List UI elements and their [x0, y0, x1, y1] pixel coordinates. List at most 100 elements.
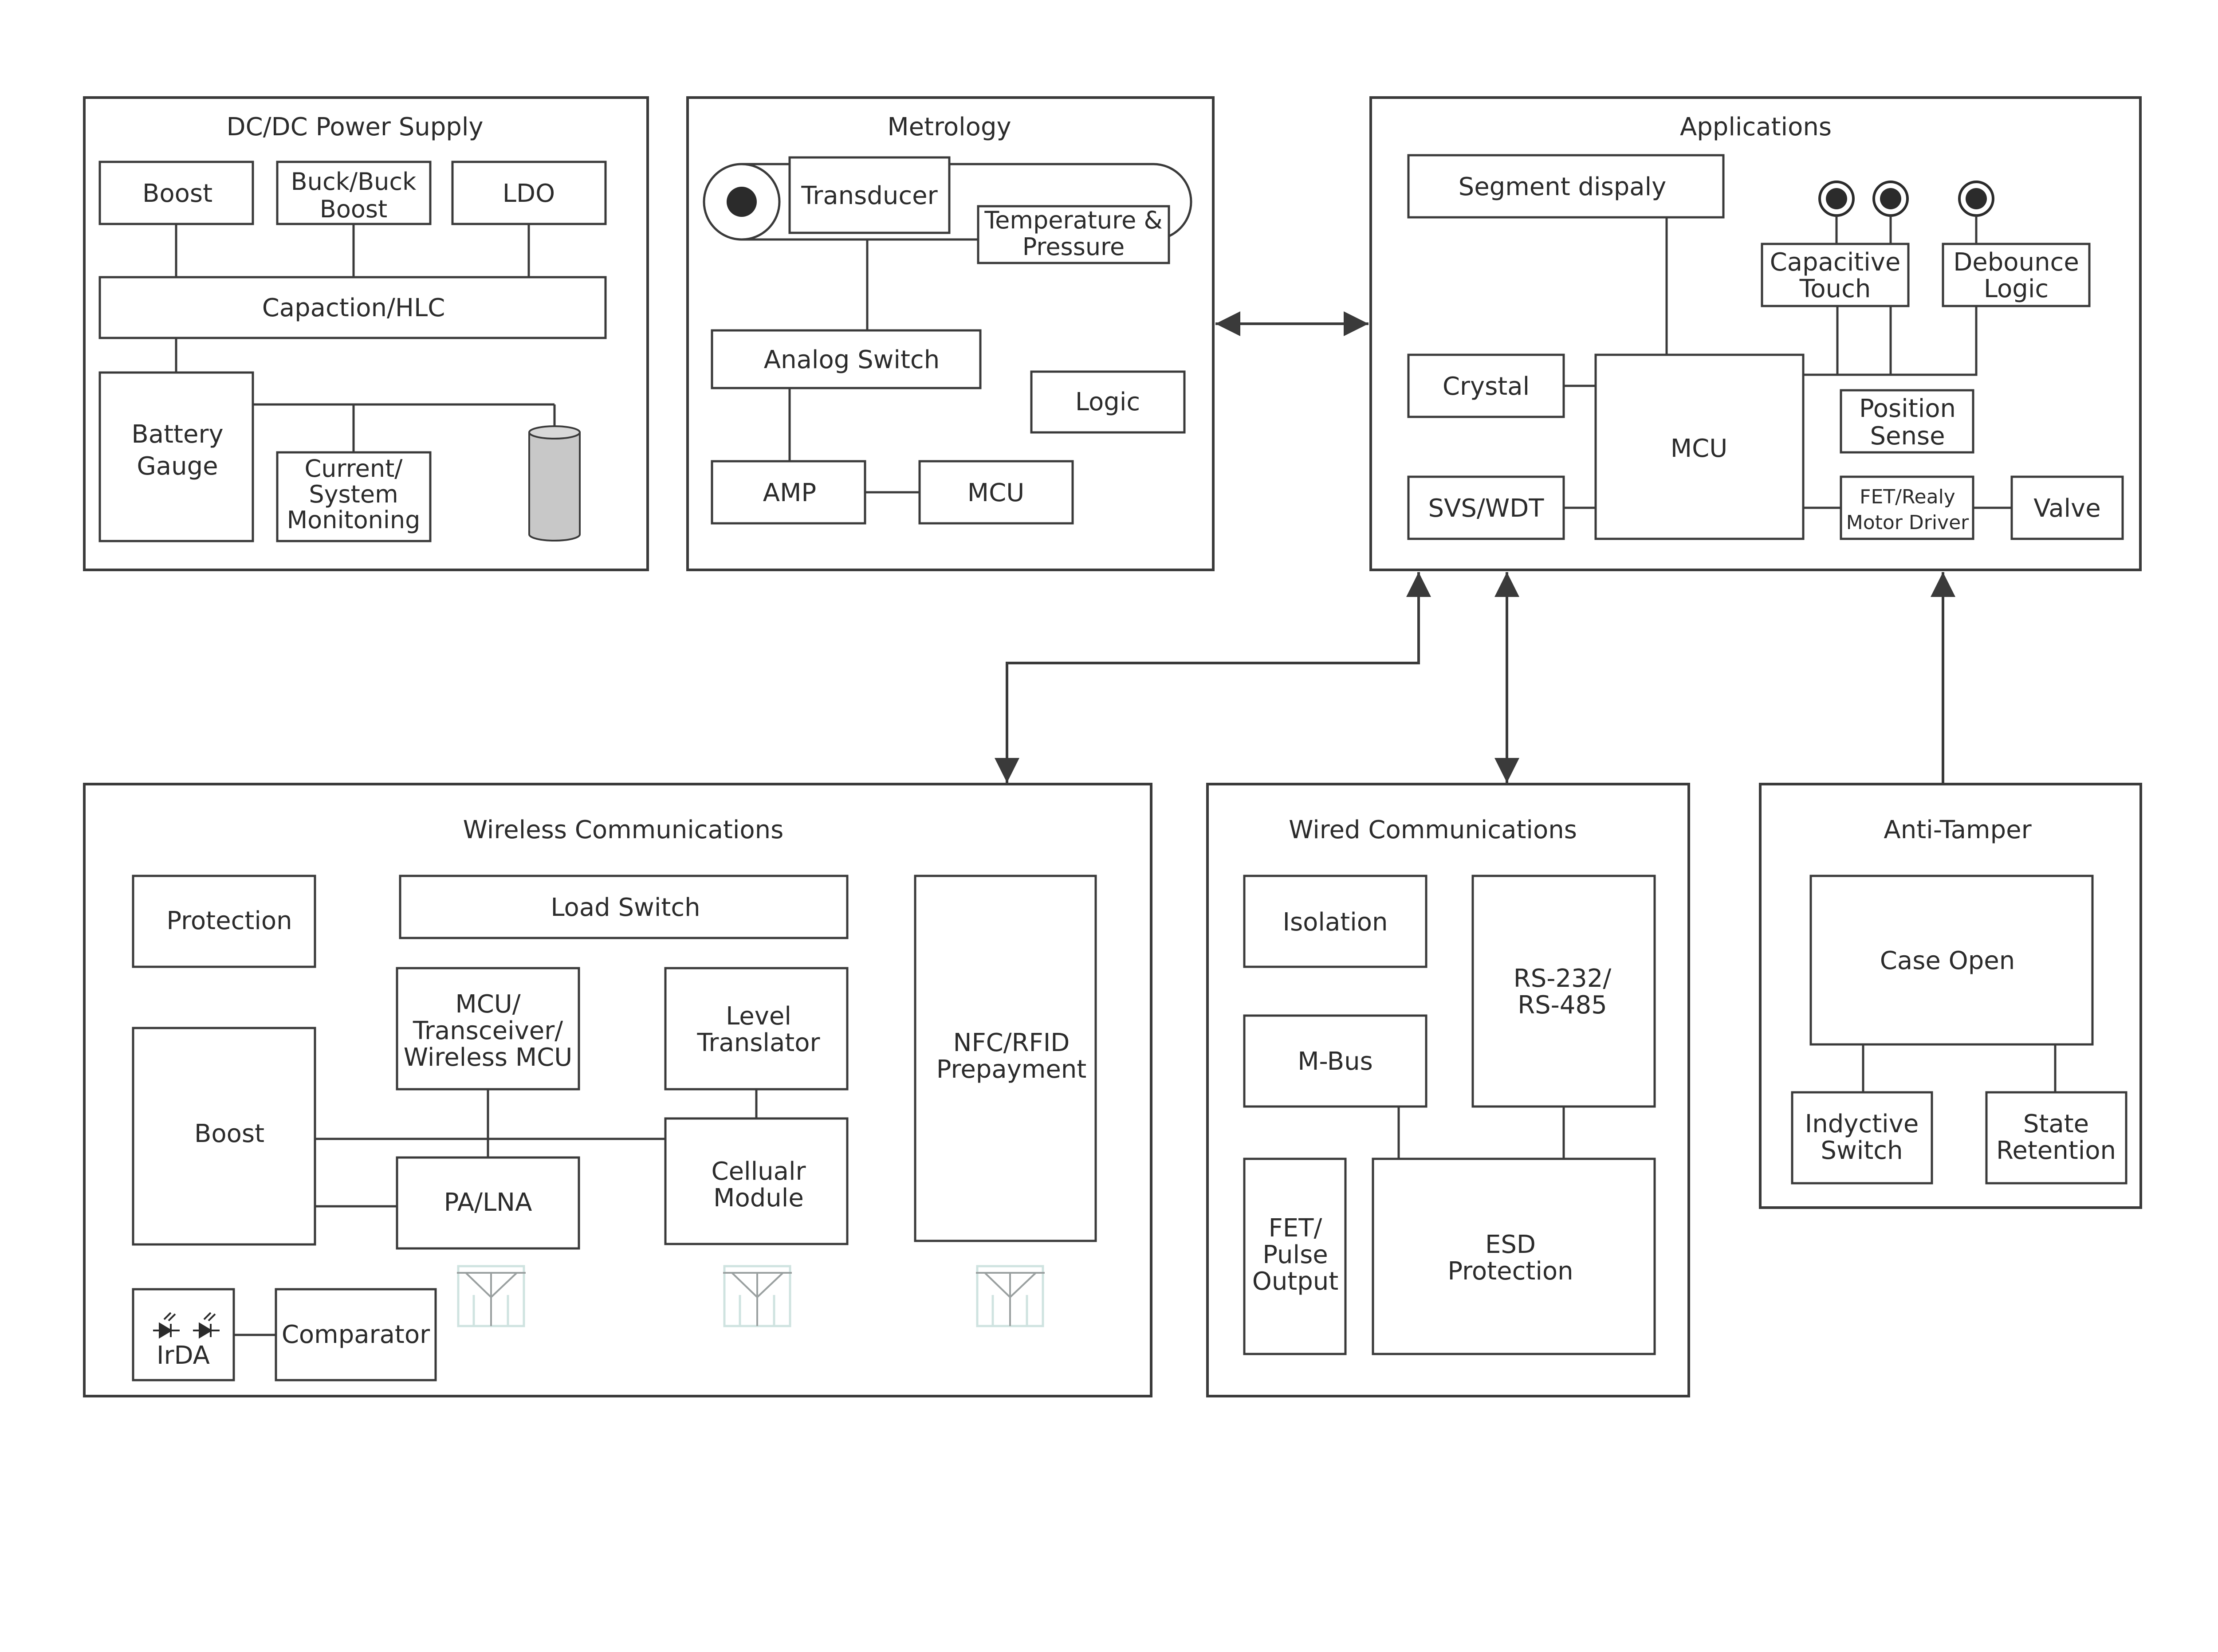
position-sense-label-2: Sense	[1870, 422, 1945, 451]
ldo-label: LDO	[503, 179, 555, 208]
analog-switch-label: Analog Switch	[764, 345, 940, 374]
rs232-label-1: RS-232/	[1514, 964, 1612, 993]
metrology-title: Metrology	[887, 113, 1011, 141]
metrology-mcu-block	[918, 460, 1074, 525]
wired-title: Wired Communications	[1289, 816, 1577, 844]
rs232-rs485-block	[1471, 875, 1656, 1108]
esd-label-2: Protection	[1447, 1257, 1573, 1286]
position-sense-label-1: Position	[1859, 394, 1956, 423]
debounce-logic-label-2: Logic	[1984, 275, 2049, 303]
mcu-transceiver-label-3: Wireless MCU	[404, 1043, 573, 1072]
esd-label-1: ESD	[1485, 1230, 1536, 1259]
dcdc-title: DC/DC Power Supply	[226, 113, 483, 141]
isolation-label: Isolation	[1282, 908, 1388, 937]
touch-button-icon	[1818, 181, 1994, 217]
case-open-wires	[1862, 1044, 2057, 1092]
wired-to-esd-wires	[1397, 1107, 1565, 1159]
amp-label: AMP	[763, 479, 816, 507]
state-retention-block	[1985, 1091, 2128, 1185]
dcdc-top-wires	[175, 224, 530, 277]
analog-switch-block	[711, 329, 982, 389]
comparator-block	[275, 1288, 437, 1381]
fet-pulse-label-3: Output	[1252, 1267, 1339, 1296]
temp-pressure-label-2: Pressure	[1022, 233, 1125, 261]
wireless-group: Wireless Communications Protection Load …	[83, 783, 1152, 1397]
current-monitoring-block	[276, 451, 432, 542]
crystal-block	[1407, 353, 1565, 418]
capaction-hlc-label: Capaction/HLC	[262, 294, 445, 322]
button-wires	[1835, 216, 1978, 244]
state-retention-label-1: State	[2023, 1110, 2089, 1138]
antitamper-title: Anti-Tamper	[1884, 816, 2032, 844]
battery-icon	[528, 425, 581, 542]
esd-protection-block	[1372, 1158, 1656, 1355]
segment-display-block	[1407, 154, 1725, 219]
applications-mcu-label: MCU	[1671, 434, 1727, 463]
buck-boost-label-2: Boost	[320, 195, 387, 223]
wireless-boost-block	[132, 1027, 316, 1246]
current-monitoring-label-2: System	[309, 480, 398, 508]
level-translator-label-1: Level	[726, 1002, 791, 1031]
battery-gauge-label-1: Battery	[131, 420, 223, 449]
wireless-boost-label: Boost	[194, 1119, 264, 1148]
fet-relay-label-1: FET/Realy	[1860, 486, 1955, 508]
buck-boost-label-1: Buck/Buck	[291, 168, 417, 196]
temp-pressure-block	[977, 205, 1170, 264]
case-open-label: Case Open	[1880, 946, 2015, 975]
nfc-rfid-label-2: Prepayment	[936, 1055, 1087, 1084]
rs232-label-2: RS-485	[1518, 991, 1607, 1020]
capacitive-touch-label-1: Capacitive	[1770, 248, 1901, 277]
fet-relay-label-2: Motor Driver	[1846, 511, 1969, 534]
gauge-bus-wire	[253, 403, 556, 452]
protection-block	[132, 875, 316, 968]
antenna-icon	[976, 1265, 1045, 1327]
cellular-label-2: Module	[713, 1184, 804, 1213]
valve-block	[2010, 475, 2124, 540]
state-retention-label-2: Retention	[1996, 1136, 2116, 1165]
load-switch-label: Load Switch	[551, 893, 700, 922]
current-monitoring-label-1: Current/	[304, 455, 403, 483]
mcu-transceiver-label-1: MCU/	[455, 990, 520, 1019]
metrology-group: Metrology Transducer Temperature & Press…	[686, 96, 1215, 571]
wireless-bus-wires	[315, 1089, 758, 1208]
wired-group: Wired Communications Isolation RS-232/ R…	[1206, 783, 1690, 1397]
touch-to-mcu-wires	[1803, 306, 1978, 376]
case-open-block	[1809, 875, 2094, 1046]
nfc-rfid-label-1: NFC/RFID	[953, 1028, 1070, 1057]
segment-display-label: Segment dispaly	[1459, 173, 1667, 201]
antenna-icon	[723, 1265, 792, 1327]
mcu-transceiver-label-2: Transceiver/	[413, 1016, 563, 1045]
temp-pressure-label-1: Temperature &	[984, 206, 1162, 234]
capacitive-touch-block	[1761, 243, 1910, 307]
applications-mcu-block	[1594, 353, 1805, 540]
current-monitoring-label-3: Monitoning	[287, 506, 421, 534]
svs-wdt-label: SVS/WDT	[1428, 494, 1545, 523]
protection-label: Protection	[166, 906, 292, 935]
pa-lna-block	[396, 1156, 580, 1250]
ldo-block	[451, 161, 607, 225]
transducer-label: Transducer	[801, 181, 938, 210]
inductive-switch-label-2: Switch	[1821, 1136, 1903, 1165]
comparator-label: Comparator	[282, 1320, 430, 1349]
capaction-hlc-block	[98, 276, 607, 339]
fet-pulse-output-block	[1243, 1158, 1347, 1355]
inductive-switch-label-1: Indyctive	[1805, 1110, 1919, 1138]
irda-label: IrDA	[157, 1341, 210, 1370]
irda-block	[132, 1288, 235, 1381]
dcdc-boost-block	[98, 161, 254, 225]
antitamper-group: Anti-Tamper Case Open Indyctive Switch S…	[1759, 783, 2142, 1209]
fet-pulse-label-1: FET/	[1269, 1214, 1322, 1243]
position-sense-block	[1840, 389, 1974, 454]
cellular-module-block	[664, 1117, 849, 1245]
level-translator-block	[664, 967, 849, 1091]
load-switch-block	[399, 875, 849, 939]
battery-gauge-block	[98, 371, 254, 542]
pa-lna-label: PA/LNA	[444, 1188, 532, 1217]
battery-gauge-label-2: Gauge	[137, 452, 218, 481]
crystal-label: Crystal	[1443, 372, 1530, 401]
flow-pipe-icon	[703, 163, 1192, 241]
wireless-applications-arrow	[995, 572, 1431, 783]
debounce-logic-block	[1942, 243, 2091, 307]
debounce-logic-label-1: Debounce	[1953, 248, 2079, 277]
